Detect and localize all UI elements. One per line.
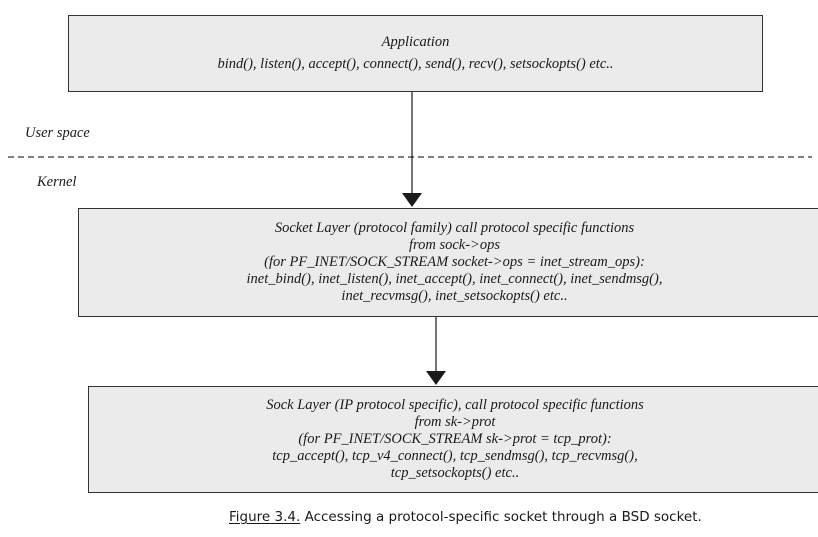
socket-layer-line: from sock->ops <box>408 237 500 253</box>
socket-layer-line: Socket Layer (protocol family) call prot… <box>274 220 635 236</box>
sock-layer-line: (for PF_INET/SOCK_STREAM sk->prot = tcp_… <box>298 431 612 447</box>
arrow-app-to-socket-head <box>402 193 422 207</box>
application-box: Application bind(), listen(), accept(), … <box>68 15 763 92</box>
socket-layer-line: (for PF_INET/SOCK_STREAM socket->ops = i… <box>264 254 645 270</box>
sock-layer-line: tcp_setsockopts() etc.. <box>390 465 520 481</box>
figure-number: Figure 3.4. <box>229 509 301 525</box>
kernel-label: Kernel <box>37 174 77 190</box>
socket-layer-line: inet_bind(), inet_listen(), inet_accept(… <box>246 271 663 287</box>
sock-layer-box: Sock Layer (IP protocol specific), call … <box>88 386 818 493</box>
socket-layer-box: Socket Layer (protocol family) call prot… <box>78 208 818 317</box>
sock-layer-line: tcp_accept(), tcp_v4_connect(), tcp_send… <box>272 448 638 464</box>
sock-layer-line: from sk->prot <box>414 414 496 430</box>
figure-caption: Figure 3.4. Accessing a protocol-specifi… <box>229 509 702 525</box>
application-title: Application <box>381 34 450 50</box>
application-functions: bind(), listen(), accept(), connect(), s… <box>217 56 614 72</box>
arrow-socket-to-sock-head <box>426 371 446 385</box>
sock-layer-line: Sock Layer (IP protocol specific), call … <box>266 397 644 413</box>
user-space-label: User space <box>25 125 90 141</box>
figure-caption-text: Accessing a protocol-specific socket thr… <box>300 509 702 525</box>
socket-layer-line: inet_recvmsg(), inet_setsockopts() etc.. <box>341 288 568 304</box>
